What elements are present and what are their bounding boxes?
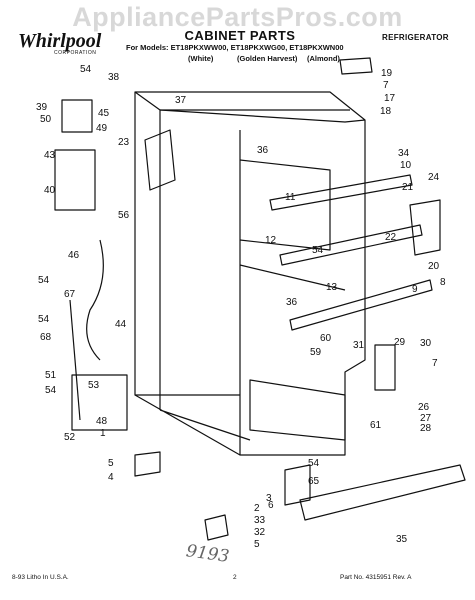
shelf-rail <box>289 279 433 331</box>
door-stop <box>374 344 396 391</box>
callout-18: 18 <box>380 106 392 117</box>
callout-5: 5 <box>108 458 114 469</box>
callout-24: 24 <box>428 172 440 183</box>
callout-49: 49 <box>96 123 108 134</box>
callout-35: 35 <box>396 534 408 545</box>
wire-harness <box>86 239 104 361</box>
callout-34: 34 <box>398 148 410 159</box>
callout-13: 13 <box>326 282 338 293</box>
toe-grille <box>299 464 466 521</box>
callout-26: 26 <box>418 402 430 413</box>
brand-subtitle: CORPORATION <box>54 50 97 56</box>
callout-44: 44 <box>115 319 127 330</box>
callout-11: 11 <box>285 192 296 203</box>
callout-2: 2 <box>254 503 260 514</box>
callout-40: 40 <box>44 185 56 196</box>
callout-3: 3 <box>266 493 272 504</box>
callout-54: 54 <box>80 64 92 75</box>
brand-logo: Whirlpool <box>18 30 102 52</box>
callout-56: 56 <box>118 210 130 221</box>
watermark: AppliancePartsPros.com <box>72 2 403 32</box>
middle-rail <box>279 224 423 266</box>
roller-bracket <box>284 464 311 506</box>
callout-43: 43 <box>44 150 56 161</box>
category-label: REFRIGERATOR <box>382 33 449 42</box>
callout-4: 4 <box>108 472 114 483</box>
callout-21: 21 <box>402 182 414 193</box>
callout-59: 59 <box>310 347 322 358</box>
callout-48: 48 <box>96 416 108 427</box>
callout-52: 52 <box>64 432 76 443</box>
drain-tube <box>69 299 81 421</box>
callout-50: 50 <box>40 114 52 125</box>
callout-7: 7 <box>383 80 389 91</box>
callout-51: 51 <box>45 370 57 381</box>
callout-6: 6 <box>268 500 274 511</box>
callout-5: 5 <box>254 539 260 550</box>
callout-7: 7 <box>432 358 438 369</box>
callout-8: 8 <box>440 277 446 288</box>
bottom-plate <box>71 374 128 431</box>
gasket-frame <box>54 149 96 211</box>
callout-31: 31 <box>353 340 365 351</box>
right-hinge <box>409 199 441 256</box>
callout-32: 32 <box>254 527 266 538</box>
callout-53: 53 <box>88 380 100 391</box>
callout-29: 29 <box>394 337 406 348</box>
callout-45: 45 <box>98 108 110 119</box>
color-golden-harvest: (Golden Harvest) <box>237 54 298 63</box>
hinge-plate <box>61 99 93 133</box>
callout-30: 30 <box>420 338 432 349</box>
callout-23: 23 <box>118 137 130 148</box>
callout-68: 68 <box>40 332 52 343</box>
freezer-liner <box>239 159 331 251</box>
callout-39: 39 <box>36 102 48 113</box>
footer-page-number: 2 <box>233 574 237 581</box>
callout-54: 54 <box>38 314 50 325</box>
callout-36: 36 <box>286 297 298 308</box>
footer-left: 8-93 Litho In U.S.A. <box>12 574 69 581</box>
callout-33: 33 <box>254 515 266 526</box>
callout-54: 54 <box>312 245 324 256</box>
callout-37: 37 <box>175 95 187 106</box>
callout-46: 46 <box>68 250 80 261</box>
callout-12: 12 <box>265 235 277 246</box>
top-hinge-cover <box>339 57 373 75</box>
color-almond: (Almond) <box>307 54 340 63</box>
cabinet-inner-top <box>159 109 366 123</box>
callout-60: 60 <box>320 333 332 344</box>
callout-1: 1 <box>100 428 106 439</box>
callout-17: 17 <box>384 93 396 104</box>
fresh-food-floor <box>249 379 346 441</box>
color-white: (White) <box>188 54 214 63</box>
side-bracket <box>144 129 176 191</box>
callout-54: 54 <box>45 385 57 396</box>
callout-61: 61 <box>370 420 382 431</box>
cabinet-divider <box>239 130 346 395</box>
callout-22: 22 <box>385 232 397 243</box>
page-title: CABINET PARTS <box>184 28 296 43</box>
callout-19: 19 <box>381 68 393 79</box>
callout-28: 28 <box>420 423 432 434</box>
callout-36: 36 <box>257 145 269 156</box>
bottom-base <box>134 394 251 456</box>
callout-54: 54 <box>308 458 320 469</box>
models-line: For Models: ET18PKXWW00, ET18PKXWG00, ET… <box>126 43 344 52</box>
leveling-leg <box>204 514 229 541</box>
footer-part-number: Part No. 4315951 Rev. A <box>340 574 412 581</box>
callout-9: 9 <box>412 284 418 295</box>
upper-rail <box>269 174 413 211</box>
callout-65: 65 <box>308 476 320 487</box>
callout-54: 54 <box>38 275 50 286</box>
callout-10: 10 <box>400 160 412 171</box>
callout-27: 27 <box>420 413 432 424</box>
callout-67: 67 <box>64 289 76 300</box>
callout-38: 38 <box>108 72 120 83</box>
caster <box>134 451 161 477</box>
callout-20: 20 <box>428 261 440 272</box>
